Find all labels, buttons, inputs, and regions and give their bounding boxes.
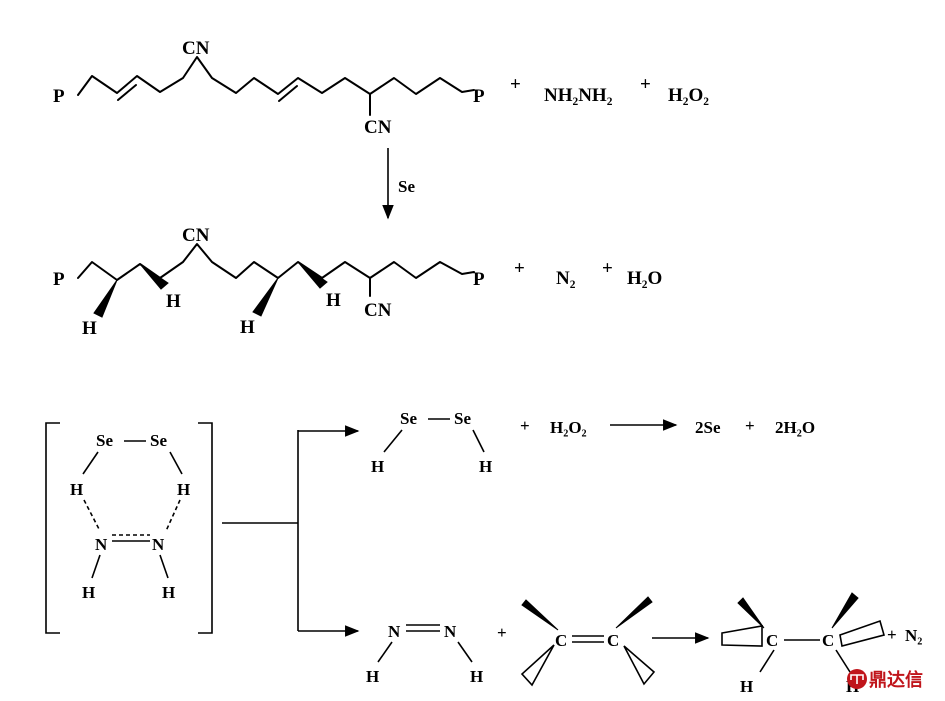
product-nitrogen: N₂: [556, 268, 576, 289]
alkene: C C: [520, 596, 656, 687]
product-water: 2H₂O: [775, 418, 815, 437]
hydrogen-atom: H: [240, 317, 255, 338]
nitrogen-atom: N: [95, 535, 108, 554]
polymer-end-p-left: P: [53, 86, 65, 107]
carbon-atom: C: [607, 631, 619, 650]
hydrogen-atom: H: [162, 583, 175, 602]
hydrogen-atom: H: [470, 667, 483, 686]
stereo-wedge: [297, 261, 328, 289]
reagent-hydrogen-peroxide: H₂O₂: [550, 418, 587, 437]
hydrogen-atom: H: [371, 457, 384, 476]
hydrogen-atom: H: [177, 480, 190, 499]
plus-sign: +: [510, 74, 521, 95]
hydrogenated-alkane: C H C H: [721, 592, 885, 696]
reagent-hydrogen-peroxide: H₂O₂: [668, 85, 709, 106]
plus-sign: +: [520, 416, 530, 435]
diimide: N N H H: [366, 622, 483, 686]
nitrile-group-top: CN: [182, 225, 210, 246]
catalyst-label: Se: [398, 177, 415, 196]
nitrogen-atom: N: [388, 622, 401, 641]
hydrogen-atom: H: [479, 457, 492, 476]
hydrogen-atom: H: [82, 583, 95, 602]
hydrogen-diselenide: Se Se H H: [371, 409, 492, 476]
stereo-wedge: [139, 263, 169, 290]
product-nitrogen: N₂: [905, 626, 922, 645]
reactant-polymer: P P CN CN: [53, 38, 485, 138]
hydrogen-atom: H: [366, 667, 379, 686]
product-water: H₂O: [627, 268, 662, 289]
nitrile-group-bottom: CN: [364, 117, 392, 138]
selenium-atom: Se: [150, 431, 167, 450]
branch-arrows: [222, 425, 360, 637]
stereo-wedge: [252, 277, 279, 317]
product-selenium: 2Se: [695, 418, 721, 437]
nitrile-group-bottom: CN: [364, 300, 392, 321]
hydrogen-atom: H: [82, 318, 97, 339]
selenium-atom: Se: [96, 431, 113, 450]
plus-sign: +: [602, 258, 613, 279]
plus-sign: +: [497, 623, 507, 642]
nitrile-group-top: CN: [182, 38, 210, 59]
plus-sign: +: [514, 258, 525, 279]
watermark: 鼎达信: [847, 669, 923, 691]
polymer-end-p-left: P: [53, 269, 65, 290]
plus-sign: +: [640, 74, 651, 95]
selenium-atom: Se: [454, 409, 471, 428]
plus-sign: +: [745, 416, 755, 435]
selenium-atom: Se: [400, 409, 417, 428]
reagent-hydrazine: NH₂NH₂: [544, 85, 613, 106]
carbon-atom: C: [822, 631, 834, 650]
carbon-atom: C: [766, 631, 778, 650]
polymer-end-p-right: P: [473, 86, 485, 107]
polymer-end-p-right: P: [473, 269, 485, 290]
hydrogen-atom: H: [70, 480, 83, 499]
product-polymer: P P CN CN H H H H: [53, 225, 485, 339]
nitrogen-atom: N: [444, 622, 457, 641]
transition-state-bracket: [45, 422, 213, 634]
hydrogen-atom: H: [740, 677, 753, 696]
hydrogen-atom: H: [166, 291, 181, 312]
transition-state-complex: Se Se H H N N H H: [70, 431, 190, 602]
stereo-wedge: [93, 279, 118, 318]
plus-sign: +: [887, 625, 897, 644]
hydrogen-atom: H: [326, 290, 341, 311]
nitrogen-atom: N: [152, 535, 165, 554]
watermark-text: 鼎达信: [869, 669, 923, 691]
carbon-atom: C: [555, 631, 567, 650]
